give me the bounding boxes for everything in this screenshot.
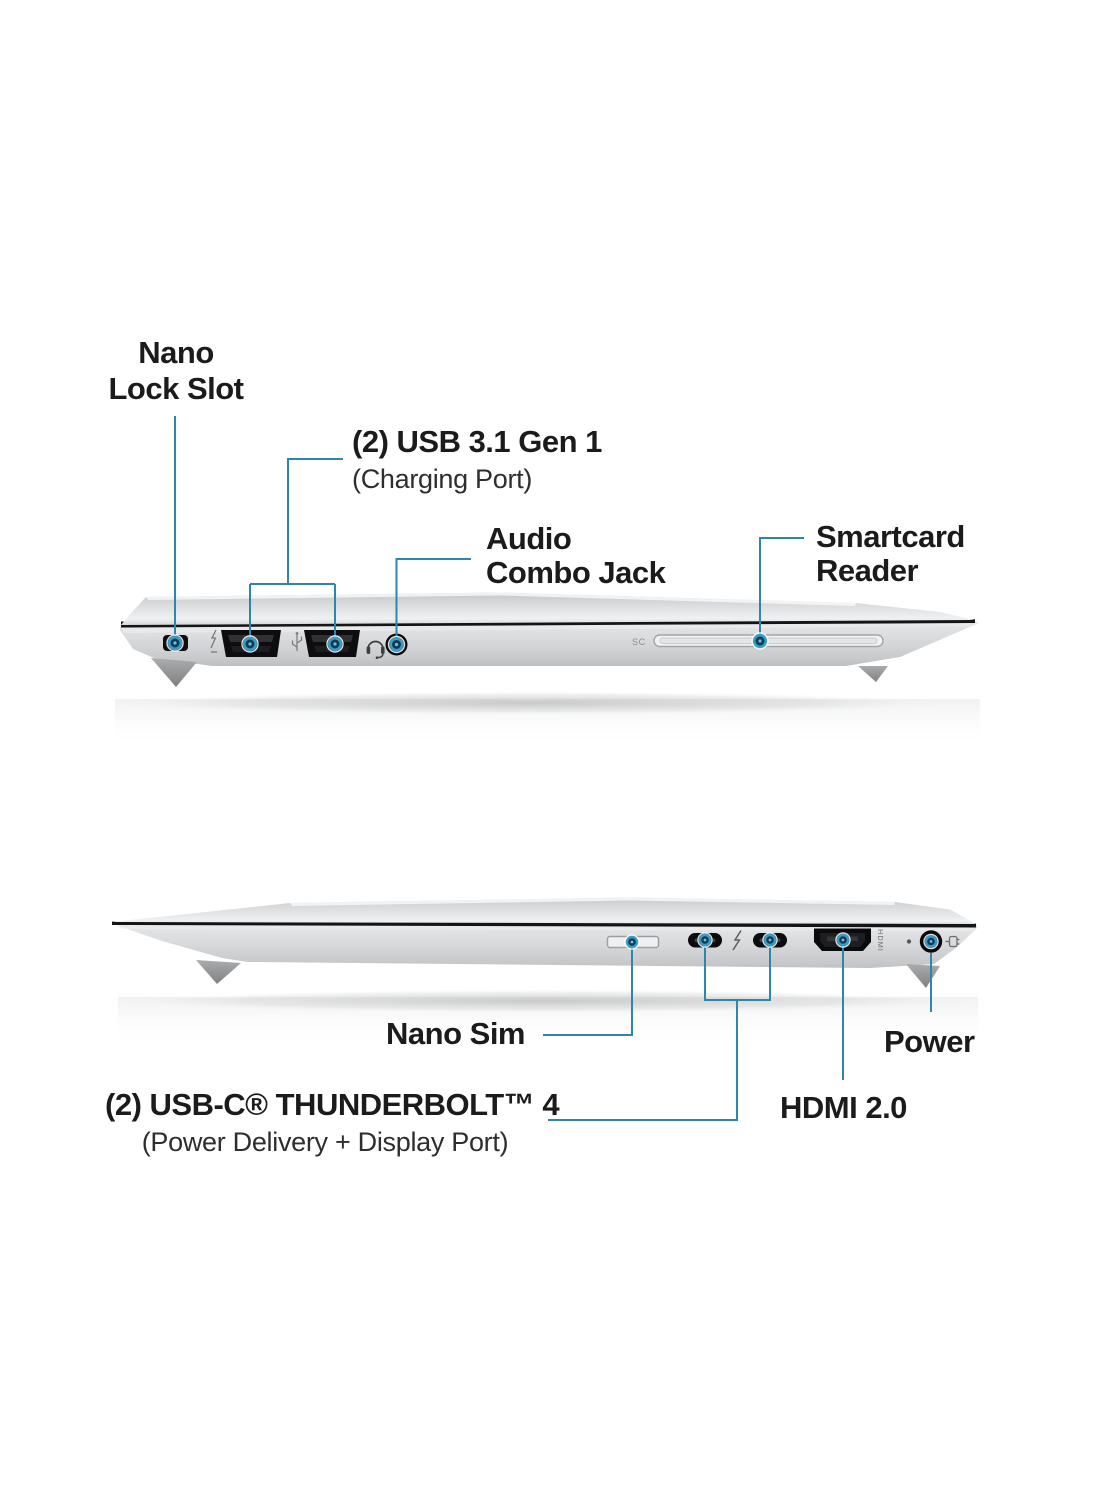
- label-audio-combo-jack: Audio Combo Jack: [486, 521, 666, 590]
- marker-usbc-1: [697, 932, 713, 948]
- marker-usb-1: [241, 635, 259, 653]
- laptop-right-side-view: HDMI: [112, 897, 978, 1047]
- leader-nano-sim: [543, 948, 633, 1036]
- label-usbc-title: (2) USB-C® THUNDERBOLT™ 4: [105, 1087, 560, 1122]
- label-smartcard-line1: Smartcard: [816, 519, 965, 554]
- label-audio-line2: Combo Jack: [486, 555, 666, 590]
- label-smartcard-line2: Reader: [816, 553, 919, 588]
- laptop-reflection: [115, 699, 980, 747]
- label-smartcard-reader: Smartcard Reader: [816, 520, 965, 588]
- label-audio-line1: Audio: [486, 521, 572, 556]
- label-usbc-thunderbolt: (2) USB-C® THUNDERBOLT™ 4 (Power Deliver…: [105, 1087, 560, 1158]
- marker-nano-lock: [166, 634, 184, 652]
- label-hdmi: HDMI 2.0: [780, 1090, 907, 1126]
- leader-lines: [174, 416, 932, 1121]
- marker-smartcard: [751, 632, 769, 650]
- marker-usbc-2: [762, 932, 778, 948]
- label-usb31: (2) USB 3.1 Gen 1 (Charging Port): [352, 424, 602, 495]
- marker-nano-sim: [624, 934, 640, 950]
- label-nano-lock-line1: Nano: [138, 335, 214, 370]
- label-usbc-subtitle: (Power Delivery + Display Port): [141, 1127, 509, 1157]
- label-usb31-subtitle: (Charging Port): [352, 464, 533, 494]
- leader-smartcard: [759, 537, 804, 635]
- thunderbolt-icon: [732, 930, 742, 951]
- laptop-foot-right: [858, 666, 888, 682]
- marker-usb-2: [326, 635, 344, 653]
- label-nano-sim-text: Nano Sim: [386, 1016, 525, 1051]
- label-nano-lock-line2: Lock Slot: [108, 371, 244, 406]
- headset-icon: [366, 640, 385, 659]
- marker-hdmi: [835, 932, 851, 948]
- laptop-lid-edge-highlight: [290, 897, 895, 906]
- laptop-foot-right: [906, 964, 940, 988]
- label-nano-sim: Nano Sim: [300, 1016, 525, 1052]
- marker-audio-jack: [387, 635, 406, 654]
- laptop-lid-edge-highlight: [146, 592, 856, 606]
- label-power-text: Power: [884, 1024, 975, 1059]
- status-led: [906, 939, 912, 944]
- label-power: Power: [884, 1024, 975, 1060]
- leader-usbc: [548, 946, 771, 1121]
- leader-usb: [249, 458, 343, 638]
- marker-power: [923, 933, 939, 950]
- hdmi-port-marking: HDMI: [876, 929, 885, 952]
- port-markers: [166, 632, 939, 950]
- label-hdmi-text: HDMI 2.0: [780, 1090, 907, 1125]
- label-nano-lock-slot: Nano Lock Slot: [96, 335, 256, 407]
- smartcard-slot-marking: SC: [632, 637, 646, 647]
- laptop-foot-left: [151, 658, 197, 687]
- laptop-reflection: [118, 997, 978, 1047]
- power-adapter-icon: [945, 935, 960, 948]
- leader-audio: [395, 558, 471, 637]
- laptop-left-side-view: SC: [105, 592, 980, 747]
- laptop-foot-left: [196, 960, 241, 984]
- usb-icon: [291, 632, 303, 651]
- usb-charging-icon: [210, 629, 217, 653]
- label-usb31-title: (2) USB 3.1 Gen 1: [352, 424, 602, 459]
